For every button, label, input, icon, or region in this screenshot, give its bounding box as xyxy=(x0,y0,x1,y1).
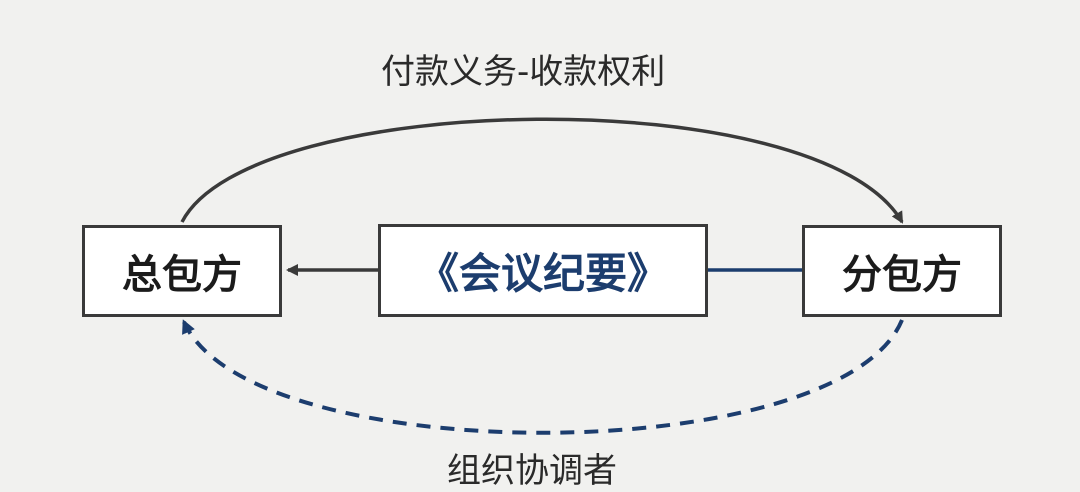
subcontractor-box: 分包方 xyxy=(802,225,1002,317)
general-contractor-box: 总包方 xyxy=(82,225,282,317)
payment-obligation-arrow xyxy=(180,117,904,224)
payment-label: 付款义务-收款权利 xyxy=(381,52,666,92)
coordinator-label: 组织协调者 xyxy=(447,451,617,491)
meeting-minutes-box: 《会议纪要》 xyxy=(378,224,708,317)
coordination-arrow xyxy=(182,319,904,435)
